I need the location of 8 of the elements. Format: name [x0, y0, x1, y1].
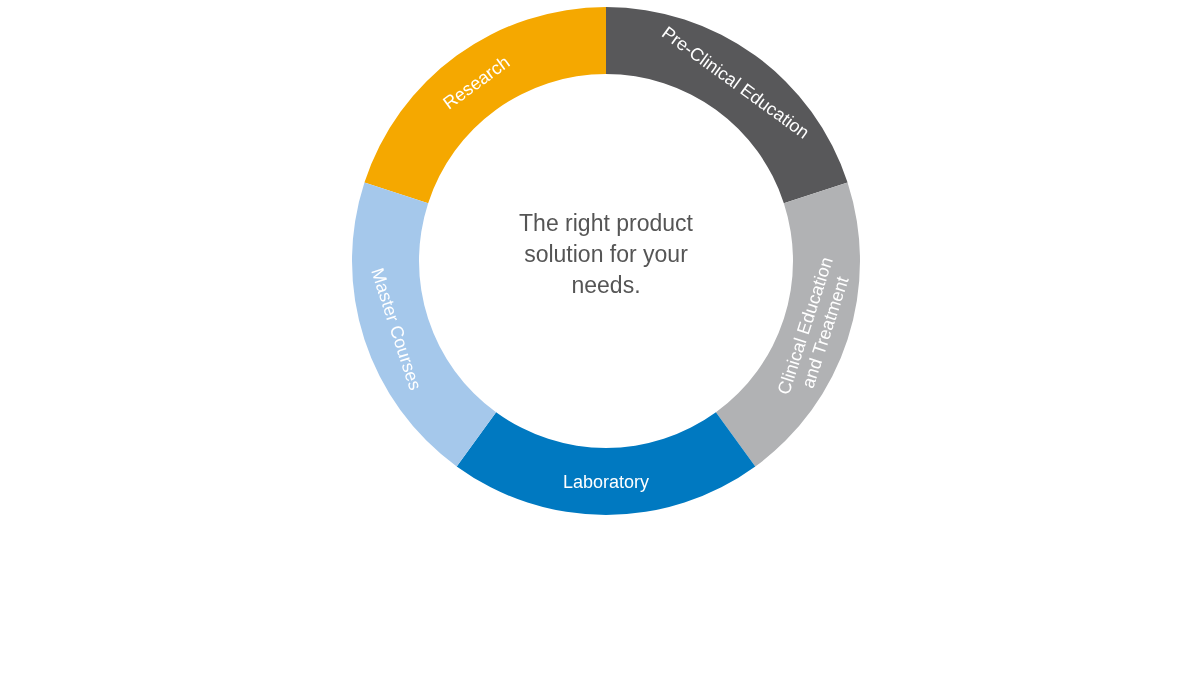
ring-segment: [606, 7, 848, 204]
ring-segment: [364, 7, 606, 204]
ring-segment: [352, 182, 497, 467]
ring-segment: [456, 412, 756, 515]
center-text: The right product solution for your needs.: [518, 209, 694, 300]
segment-label: Laboratory: [562, 471, 650, 492]
ring-segment: [715, 182, 860, 467]
segment-label: Master Courses: [366, 265, 426, 393]
